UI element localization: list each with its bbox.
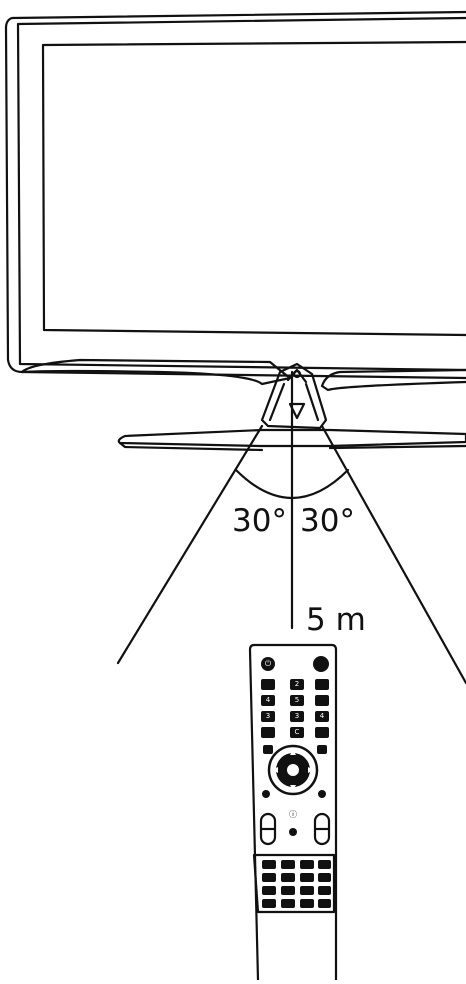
remote-body <box>248 643 338 982</box>
tv-bottom-trim-left <box>20 358 292 386</box>
key-row1-right[interactable] <box>315 679 329 690</box>
lower-key-r3c3[interactable] <box>300 886 314 895</box>
angle-label-left: 30° <box>232 503 287 539</box>
key-row1-left[interactable] <box>261 679 275 690</box>
tv-stand-neck <box>260 362 328 430</box>
key-row4-mid[interactable] <box>290 727 304 738</box>
key-row2-right[interactable] <box>315 695 329 706</box>
arrow-up-icon[interactable] <box>290 750 296 755</box>
remote-dot-tl[interactable] <box>262 790 270 798</box>
lower-key-r4c1[interactable] <box>262 899 276 908</box>
arrow-down-icon[interactable] <box>290 785 296 790</box>
key-row3-left[interactable] <box>261 711 275 722</box>
key-row2-left[interactable] <box>261 695 275 706</box>
info-icon: ⓘ <box>289 810 297 819</box>
arrow-right-icon[interactable] <box>308 767 313 773</box>
range-line-right <box>320 424 466 685</box>
key-label-r3a: 3 <box>265 712 271 720</box>
key-label-r1: 2 <box>294 680 300 688</box>
lower-keypad <box>262 860 331 908</box>
lower-key-r2c4[interactable] <box>318 873 331 882</box>
key-row3-mid[interactable] <box>290 711 304 722</box>
remote-dot-center[interactable] <box>289 828 297 836</box>
remote-lower-panel <box>252 853 336 914</box>
key-side-right[interactable] <box>317 745 327 754</box>
lower-key-r3c4[interactable] <box>318 886 331 895</box>
tv-bezel-inner-edge <box>16 16 466 372</box>
lower-key-r2c1[interactable] <box>262 873 276 882</box>
key-label-r3b: 3 <box>294 712 300 720</box>
key-row3-right[interactable] <box>315 711 329 722</box>
key-row4-left[interactable] <box>261 727 275 738</box>
lower-key-r4c3[interactable] <box>300 899 314 908</box>
lower-key-r2c3[interactable] <box>300 873 314 882</box>
key-side-left[interactable] <box>263 745 273 754</box>
lower-key-r4c2[interactable] <box>281 899 295 908</box>
lower-key-r1c4[interactable] <box>318 860 331 869</box>
angle-label-right: 30° <box>300 503 355 539</box>
key-label-r2b: 5 <box>294 696 300 704</box>
key-label-r2a: 4 <box>265 696 271 704</box>
lower-key-r3c1[interactable] <box>262 886 276 895</box>
range-line-left <box>116 424 264 665</box>
distance-label: 5 m <box>306 602 366 638</box>
lower-key-r4c4[interactable] <box>318 899 331 908</box>
tv-stand-base-edge <box>118 441 466 452</box>
tv-bezel <box>4 10 466 380</box>
tv-bottom-trim-right <box>320 368 466 392</box>
lower-key-r2c2[interactable] <box>281 873 295 882</box>
lower-key-r1c3[interactable] <box>300 860 314 869</box>
mute-button[interactable] <box>313 656 329 672</box>
dpad-icon[interactable] <box>267 744 319 796</box>
key-label-r3c: 4 <box>319 712 325 720</box>
arrow-left-icon[interactable] <box>273 767 278 773</box>
lower-key-r3c2[interactable] <box>281 886 295 895</box>
lower-key-r1c1[interactable] <box>262 860 276 869</box>
ir-receiver <box>292 369 302 379</box>
key-row1-mid[interactable] <box>290 679 304 690</box>
lower-key-r1c2[interactable] <box>281 860 295 869</box>
tv-screen <box>41 40 466 337</box>
remote-buttons <box>261 656 329 754</box>
remote-dot-tr[interactable] <box>318 790 326 798</box>
angle-arc <box>234 468 350 500</box>
key-label-r4b: C <box>294 728 300 736</box>
power-icon: ⏻ <box>264 659 272 668</box>
rocker-buttons <box>259 812 331 846</box>
key-row4-right[interactable] <box>315 727 329 738</box>
power-button[interactable] <box>261 657 275 671</box>
key-row2-mid[interactable] <box>290 695 304 706</box>
